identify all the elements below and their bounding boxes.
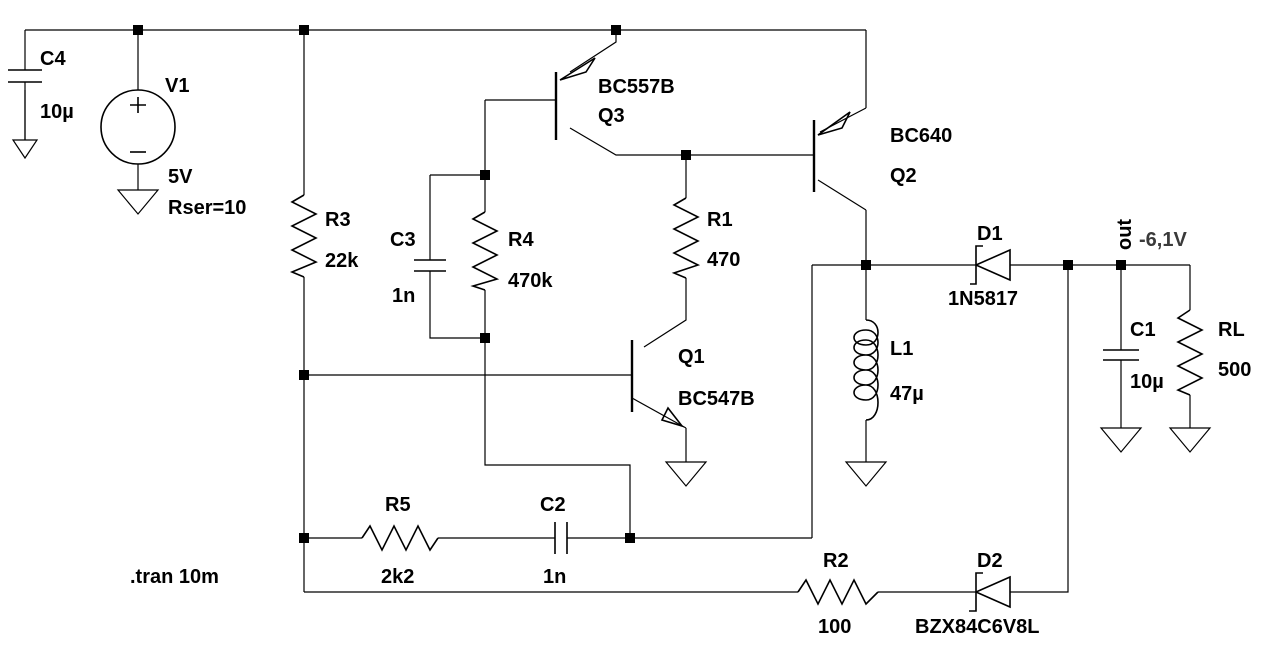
q3-name-label: Q3 — [598, 105, 625, 127]
r3-value-label: 22k — [325, 250, 359, 272]
q2-model-label: BC640 — [890, 125, 952, 147]
r4-value-label: 470k — [508, 270, 553, 292]
transistor-q1-symbol — [630, 340, 687, 429]
capacitor-c3-symbol — [414, 259, 446, 272]
c4-value-label: 10µ — [40, 101, 74, 123]
d2-model-label: BZX84C6V8L — [915, 616, 1040, 638]
rl-value-label: 500 — [1218, 359, 1251, 381]
q1-name-label: Q1 — [678, 346, 705, 368]
q2-name-label: Q2 — [890, 165, 917, 187]
voltage-source-v1-symbol — [100, 89, 176, 165]
diode-d1-symbol — [970, 245, 1011, 285]
component-labels: C4 10µ V1 5V Rser=10 R3 22k C3 1n R4 470… — [40, 48, 1251, 638]
d1-model-label: 1N5817 — [948, 288, 1018, 310]
rl-name-label: RL — [1218, 319, 1245, 341]
d2-name-label: D2 — [977, 550, 1003, 572]
junction-dots — [133, 25, 1126, 543]
r2-name-label: R2 — [823, 550, 849, 572]
out-net-label: out — [1114, 219, 1136, 250]
r1-name-label: R1 — [707, 209, 733, 231]
v1-value-label: 5V — [168, 166, 193, 188]
r4-name-label: R4 — [508, 229, 534, 251]
r2-value-label: 100 — [818, 616, 851, 638]
resistor-r2-symbol — [797, 578, 879, 606]
c2-value-label: 1n — [543, 566, 566, 588]
l1-value-label: 47µ — [890, 383, 924, 405]
r3-name-label: R3 — [325, 209, 351, 231]
c3-name-label: C3 — [390, 229, 416, 251]
c2-name-label: C2 — [540, 494, 566, 516]
transistor-q3-symbol — [554, 57, 596, 140]
resistor-rl-symbol — [1176, 309, 1204, 396]
capacitor-c4-symbol — [8, 69, 42, 140]
out-voltage-label: -6,1V — [1139, 229, 1187, 251]
diode-d2-symbol — [969, 572, 1011, 612]
r5-name-label: R5 — [385, 494, 411, 516]
ground-symbols — [11, 90, 1212, 487]
transistor-q2-symbol — [812, 107, 867, 211]
c1-value-label: 10µ — [1130, 371, 1164, 393]
capacitor-c1-symbol — [1103, 349, 1139, 361]
d1-name-label: D1 — [977, 223, 1003, 245]
r1-value-label: 470 — [707, 249, 740, 271]
r5-value-label: 2k2 — [381, 566, 414, 588]
resistor-r3-symbol — [289, 194, 318, 278]
spice-directive-label: .tran 10m — [130, 566, 219, 588]
c3-value-label: 1n — [392, 285, 415, 307]
c1-name-label: C1 — [1130, 319, 1156, 341]
inductor-l1-symbol — [853, 319, 879, 421]
resistor-r4-symbol — [470, 211, 500, 291]
c4-name-label: C4 — [40, 48, 66, 70]
q3-model-label: BC557B — [598, 76, 675, 98]
resistor-r5-symbol — [361, 524, 439, 552]
v1-param-label: Rser=10 — [168, 197, 246, 219]
resistor-r1-symbol — [671, 197, 701, 279]
q1-model-label: BC547B — [678, 388, 755, 410]
capacitor-c2-symbol — [554, 522, 568, 554]
v1-name-label: V1 — [165, 75, 189, 97]
l1-name-label: L1 — [890, 338, 913, 360]
